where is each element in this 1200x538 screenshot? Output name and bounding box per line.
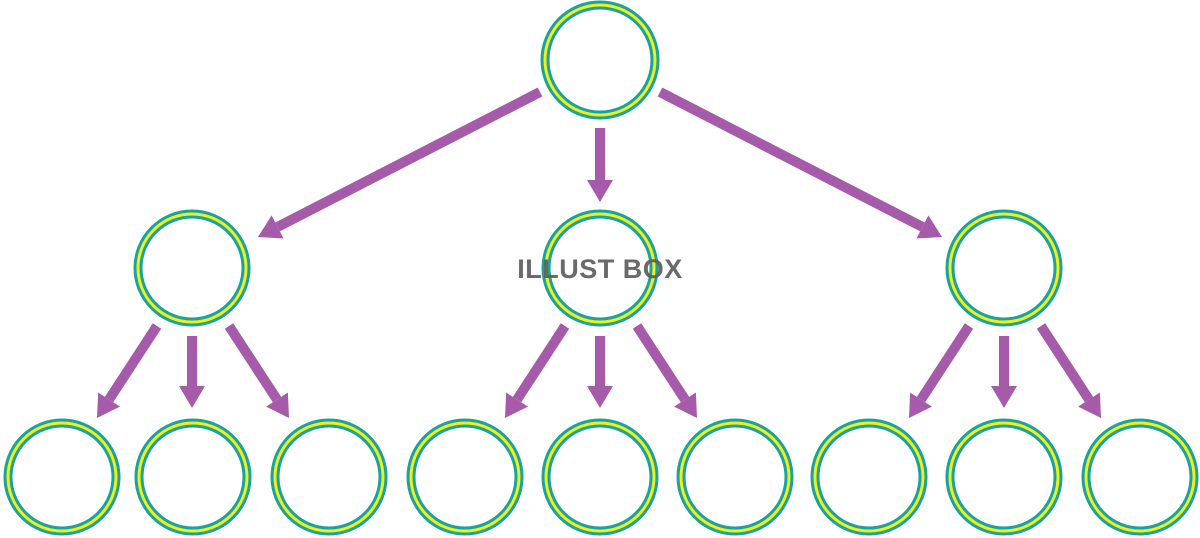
arrow-shaft	[1036, 323, 1094, 403]
arrow-shaft	[916, 323, 974, 403]
node-ring	[409, 421, 521, 533]
arrow-head	[505, 392, 528, 418]
arrow-head	[1078, 392, 1101, 418]
arrow-head	[258, 215, 284, 239]
arrow-shaft	[275, 87, 543, 232]
node-ring	[948, 421, 1060, 533]
node-ring	[6, 421, 118, 533]
node-ring	[1084, 421, 1196, 533]
arrow-shaft	[657, 87, 925, 232]
arrow-head	[97, 392, 120, 418]
node-ring	[273, 421, 385, 533]
arrow-shaft	[512, 323, 570, 403]
arrow-shaft	[104, 323, 162, 403]
arrow-head	[991, 386, 1017, 408]
node-ring	[948, 212, 1060, 324]
arrow-head	[909, 392, 932, 418]
node-ring	[813, 421, 925, 533]
node-ring	[544, 421, 656, 533]
watermark: ILLUST BOX	[517, 254, 683, 284]
arrow-head	[179, 386, 205, 408]
arrow-shaft	[632, 323, 690, 403]
node-ring	[137, 421, 249, 533]
node-ring	[679, 421, 791, 533]
arrow-head	[266, 392, 289, 418]
arrow-head	[587, 386, 613, 408]
arrow-head	[587, 180, 613, 202]
arrow-head	[674, 392, 697, 418]
arrow-head	[916, 215, 942, 239]
node-ring	[136, 212, 248, 324]
node-ring	[544, 212, 656, 324]
arrow-shaft	[224, 323, 282, 403]
node-ring	[543, 3, 657, 117]
